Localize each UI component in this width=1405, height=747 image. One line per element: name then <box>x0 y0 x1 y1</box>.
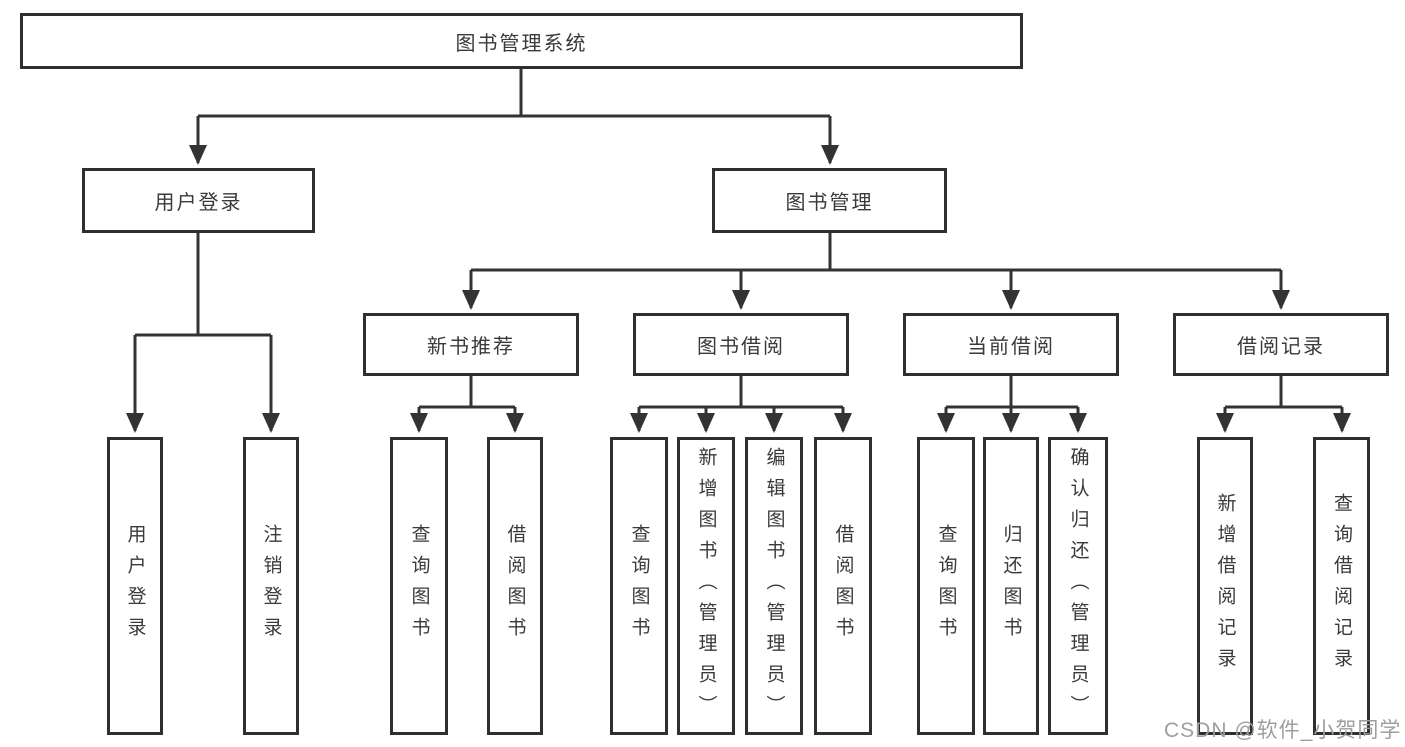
connector-book-borrowing <box>630 376 852 433</box>
leaf-query-books-borrowing: 查询图书 <box>610 437 668 735</box>
leaf-query-books-recommend: 查询图书 <box>390 437 448 735</box>
connector-user-login <box>126 232 280 433</box>
connector-root <box>189 69 839 165</box>
leaf-add-book-admin: 新增图书（管理员） <box>677 437 735 735</box>
leaf-edit-book-admin: 编辑图书（管理员） <box>745 437 803 735</box>
node-library-management-system: 图书管理系统 <box>20 13 1023 69</box>
leaf-query-borrow-record: 查询借阅记录 <box>1313 437 1370 735</box>
leaf-return-book: 归还图书 <box>983 437 1039 735</box>
leaf-add-borrow-record: 新增借阅记录 <box>1197 437 1253 735</box>
node-book-management: 图书管理 <box>712 168 947 233</box>
leaf-borrow-books: 借阅图书 <box>814 437 872 735</box>
leaf-logout: 注销登录 <box>243 437 299 735</box>
connector-book-management <box>462 233 1290 310</box>
leaf-borrow-books-recommend: 借阅图书 <box>487 437 543 735</box>
leaf-confirm-return-admin: 确认归还（管理员） <box>1048 437 1108 735</box>
connector-borrowing-records <box>1216 376 1351 433</box>
connector-new-book-recommend <box>410 376 524 433</box>
node-user-login: 用户登录 <box>82 168 315 233</box>
watermark: CSDN @软件_小贺同学 <box>1164 719 1402 742</box>
node-new-book-recommend: 新书推荐 <box>363 313 579 376</box>
node-book-borrowing: 图书借阅 <box>633 313 849 376</box>
node-current-borrowing: 当前借阅 <box>903 313 1119 376</box>
leaf-user-login: 用户登录 <box>107 437 163 735</box>
node-borrowing-records: 借阅记录 <box>1173 313 1389 376</box>
leaf-query-books-current: 查询图书 <box>917 437 975 735</box>
connector-current-borrowing <box>937 376 1087 433</box>
